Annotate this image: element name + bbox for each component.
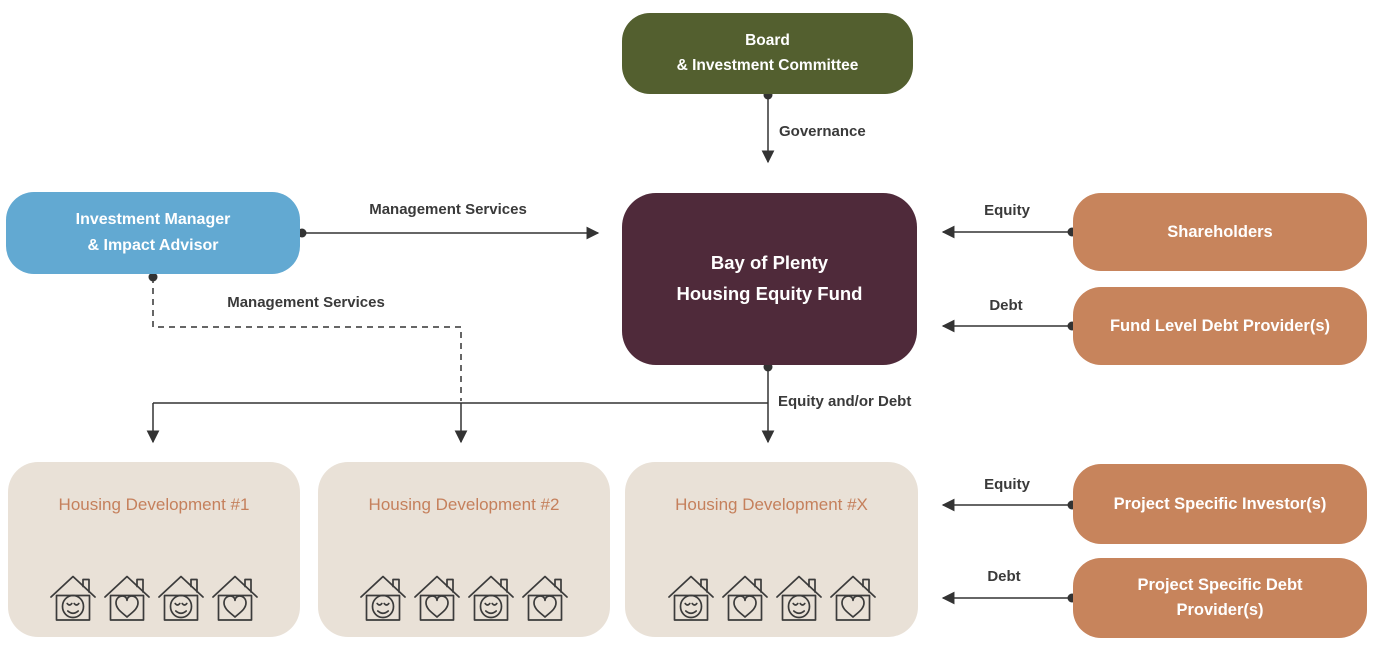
house-smiley-icon (668, 573, 714, 623)
investment-manager-node: Investment Manager & Impact Advisor (6, 192, 300, 274)
debt-top-label: Debt (989, 297, 1023, 314)
house-heart-icon (104, 573, 150, 623)
project-specific-debt-provider-node: Project Specific Debt Provider(s) (1073, 558, 1367, 638)
board-node: Board & Investment Committee (622, 13, 913, 94)
debt-bottom-connector (941, 591, 1077, 605)
governance-label: Governance (779, 123, 866, 140)
house-icon-row (8, 573, 300, 623)
equity-debt-distribution-connector (146, 362, 775, 444)
governance-connector (761, 90, 775, 164)
fund-node: Bay of Plenty Housing Equity Fund (622, 193, 917, 365)
equity-and-or-debt-label: Equity and/or Debt (778, 393, 912, 410)
project-specific-investor-node: Project Specific Investor(s) (1073, 464, 1367, 544)
debt-bottom-label: Debt (987, 568, 1021, 585)
fund-level-debt-provider-node: Fund Level Debt Provider(s) (1073, 287, 1367, 365)
house-heart-icon (414, 573, 460, 623)
management-services-top-label: Management Services (369, 201, 527, 218)
equity-bottom-label: Equity (984, 476, 1030, 493)
shareholders-node: Shareholders (1073, 193, 1367, 271)
equity-bottom-connector (941, 498, 1077, 512)
management-services-dashed-connector (148, 272, 462, 401)
housing-development-x-title: Housing Development #X (675, 495, 868, 514)
debt-top-connector (941, 319, 1077, 333)
house-heart-icon (212, 573, 258, 623)
housing-development-1-node: Housing Development #1 (8, 462, 300, 637)
housing-development-x-node: Housing Development #X (625, 462, 918, 637)
house-smiley-icon (360, 573, 406, 623)
house-heart-icon (722, 573, 768, 623)
equity-top-label: Equity (984, 202, 1030, 219)
house-smiley-icon (50, 573, 96, 623)
house-heart-icon (522, 573, 568, 623)
management-services-connector (297, 226, 600, 240)
housing-development-1-title: Housing Development #1 (58, 495, 250, 514)
house-smiley-icon (776, 573, 822, 623)
management-services-bottom-label: Management Services (227, 294, 385, 311)
house-heart-icon (830, 573, 876, 623)
house-smiley-icon (158, 573, 204, 623)
house-icon-row (625, 573, 918, 623)
equity-top-connector (941, 225, 1077, 239)
house-icon-row (318, 573, 610, 623)
housing-development-2-title: Housing Development #2 (368, 495, 560, 514)
housing-development-2-node: Housing Development #2 (318, 462, 610, 637)
house-smiley-icon (468, 573, 514, 623)
